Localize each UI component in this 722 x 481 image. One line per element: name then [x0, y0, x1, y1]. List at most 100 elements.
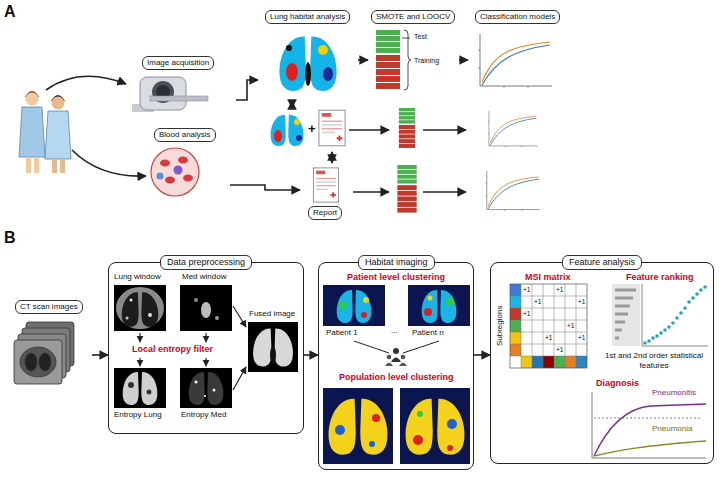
connector-arrow — [230, 185, 300, 190]
preprocessing-images — [204, 395, 206, 397]
lung-habitat-map — [305, 62, 311, 86]
ct-slices — [39, 353, 51, 371]
preprocessing-images — [180, 285, 232, 331]
habitat-images — [393, 348, 399, 354]
feature-ranking-plot — [667, 325, 671, 329]
preprocessing-images — [253, 329, 293, 367]
blood-sample — [151, 148, 199, 196]
feature-ranking-plot — [642, 284, 708, 346]
preprocessing-images — [195, 381, 198, 384]
image-label: Entropy Lung — [114, 410, 162, 420]
feature-ranking-plot — [679, 311, 683, 315]
feature-ranking-plot — [683, 306, 687, 310]
msi-matrix — [510, 284, 521, 296]
feature-ranking-plot — [663, 328, 667, 332]
flow-arrows — [72, 150, 146, 176]
habitat-images — [385, 363, 407, 367]
feature-ranking-plot — [651, 336, 655, 340]
preprocessing-images — [116, 287, 164, 329]
habitat-images — [361, 312, 367, 318]
connector-arrow — [236, 80, 258, 100]
smote-bars — [376, 30, 400, 89]
axis-label: Subregions — [495, 306, 505, 346]
ct-slices — [25, 353, 37, 371]
lung-habitat-map — [323, 67, 333, 81]
connector-arrow — [474, 354, 490, 356]
habitat-images — [323, 285, 470, 464]
matrix-entry: +1 — [556, 287, 563, 294]
ct-scanner — [140, 77, 186, 110]
matrix-entry: +1 — [556, 347, 563, 354]
header-label: CT scan images — [15, 300, 83, 314]
preprocessing-images — [126, 317, 129, 320]
step-group: Image acquisition — [120, 56, 236, 116]
lung-habitat-map — [294, 119, 300, 125]
habitat-images — [369, 441, 375, 447]
panel-letter: B — [4, 228, 16, 247]
feature-ranking-plot — [643, 285, 707, 345]
matrix-entry: +1 — [567, 323, 574, 330]
step-title: Population level clustering — [339, 372, 454, 383]
patients-illustration — [45, 111, 71, 159]
feature-ranking-plot — [643, 341, 647, 345]
habitat-images — [447, 419, 457, 429]
plus-sign: + — [308, 121, 316, 137]
preprocessing-images — [114, 368, 166, 408]
lung-habitat-map — [296, 135, 302, 141]
matrix-entry: +1 — [523, 287, 530, 294]
flow-arrows — [46, 76, 126, 90]
ellipsis: ... — [391, 326, 398, 336]
patients-illustration — [34, 157, 39, 173]
feature-ranking-plot — [695, 292, 699, 296]
image-label: Fused image — [249, 309, 295, 319]
connector-arrow — [304, 354, 318, 356]
ct-scanner — [132, 77, 208, 112]
preprocessing-images — [147, 390, 152, 395]
feature-ranking-plot — [671, 321, 675, 325]
preprocessing-images — [213, 389, 216, 392]
feature-ranking-plot — [691, 296, 695, 300]
matrix-entry: +1 — [578, 299, 585, 306]
msi-matrix — [510, 332, 521, 344]
smote-bars — [376, 30, 417, 213]
matrix-entry: +1 — [534, 299, 541, 306]
feature-ranking-plot — [647, 339, 651, 343]
patients-illustration — [52, 159, 57, 173]
connector-arrow — [358, 59, 368, 61]
preprocessing-images — [201, 302, 211, 318]
step-title: Local entropy filter — [132, 344, 213, 355]
habitat-images — [391, 358, 401, 363]
habitat-images — [329, 399, 388, 455]
caption-note: 1st and 2nd order statistical features — [598, 351, 710, 370]
blood-sample — [157, 173, 164, 180]
smote-bars — [402, 38, 410, 39]
habitat-images — [401, 355, 406, 360]
feature-ranking-plot — [703, 285, 707, 289]
smote-bars — [399, 108, 415, 148]
image-label: Lung window — [114, 272, 161, 282]
image-label: Entropy Med — [181, 410, 226, 420]
preprocessing-images — [270, 346, 276, 364]
preprocessing-images — [130, 299, 133, 302]
habitat-images — [447, 445, 453, 451]
preprocessing-images — [122, 292, 158, 327]
preprocessing-arrows — [233, 306, 246, 327]
habitat-images — [413, 435, 423, 445]
split-label: Training — [414, 57, 439, 65]
step-group: Report — [300, 165, 350, 220]
header-label: Feature analysis — [562, 255, 642, 270]
feature-ranking-plot — [612, 284, 708, 346]
report-icon — [313, 168, 338, 202]
panel-letter: A — [4, 2, 16, 21]
diagnosis-curves — [594, 418, 700, 419]
ct-slices — [20, 347, 56, 377]
lung-habitat-map — [274, 130, 282, 142]
habitat-images — [428, 296, 433, 301]
smote-bars — [397, 165, 416, 213]
habitat-images — [387, 355, 392, 360]
preprocessing-arrows — [139, 333, 140, 342]
report-icon — [319, 110, 345, 145]
ct-slices — [14, 340, 62, 384]
msi-matrix — [510, 320, 521, 332]
habitat-images — [354, 341, 439, 353]
